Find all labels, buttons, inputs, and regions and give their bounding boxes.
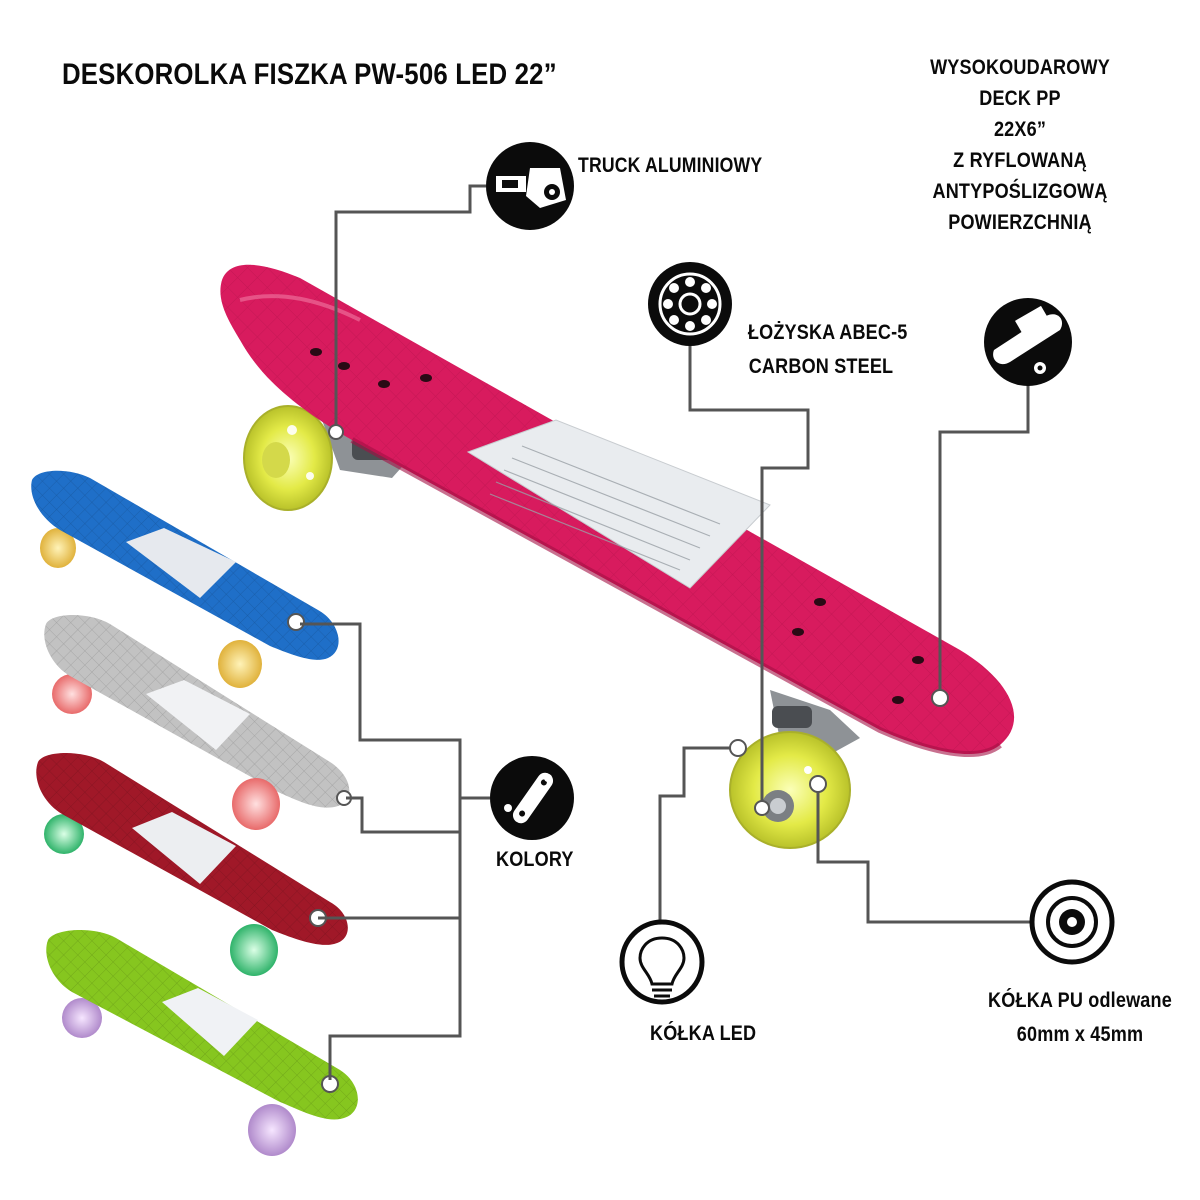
bearing-icon bbox=[648, 262, 732, 346]
deck-icon bbox=[984, 298, 1072, 386]
colors-feature-label: KOLORY bbox=[496, 848, 574, 871]
deck-feature-line: POWIERZCHNIĄ bbox=[948, 211, 1092, 234]
product-title: DESKOROLKA FISZKA PW-506 LED 22” bbox=[62, 58, 557, 91]
main-front-wheel bbox=[729, 731, 851, 849]
variant-red-skateboard bbox=[36, 753, 348, 976]
variant-blue-skateboard bbox=[31, 470, 339, 688]
led-wheels-feature-label: KÓŁKA LED bbox=[650, 1022, 757, 1045]
main-skateboard bbox=[220, 264, 1015, 849]
pu-wheels-feature-line: KÓŁKA PU odlewane bbox=[988, 989, 1172, 1012]
main-deck-holes bbox=[310, 348, 924, 704]
deck-feature-line: 22X6” bbox=[993, 118, 1047, 141]
deck-feature-line: ANTYPOŚLIZGOWĄ bbox=[932, 180, 1108, 203]
main-rear-wheel bbox=[243, 405, 333, 511]
deck-feature-label: WYSOKOUDAROWY DECK PP 22X6” Z RYFLOWANĄ … bbox=[917, 52, 1123, 238]
pu-wheels-feature-label: KÓŁKA PU odlewane 60mm x 45mm bbox=[977, 984, 1183, 1052]
connector-endpoints bbox=[328, 424, 949, 816]
light-bulb-icon bbox=[619, 919, 705, 1005]
wheel-icon bbox=[1029, 879, 1115, 965]
skateboard-icon bbox=[490, 756, 574, 840]
bearings-feature-line: ŁOŻYSKA ABEC-5 bbox=[747, 321, 908, 344]
variant-silver-skateboard bbox=[44, 615, 352, 830]
truck-feature-label: TRUCK ALUMINIOWY bbox=[578, 154, 763, 177]
deck-feature-line: WYSOKOUDAROWY bbox=[930, 56, 1110, 79]
bearings-feature-line: CARBON STEEL bbox=[748, 355, 894, 378]
truck-icon bbox=[486, 142, 574, 230]
variant-green-skateboard bbox=[46, 929, 358, 1156]
connector-lines bbox=[300, 184, 1030, 1080]
deck-feature-line: DECK PP bbox=[979, 87, 1061, 110]
deck-feature-line: Z RYFLOWANĄ bbox=[953, 149, 1087, 172]
pu-wheels-feature-line: 60mm x 45mm bbox=[1016, 1023, 1144, 1046]
bearings-feature-label: ŁOŻYSKA ABEC-5 CARBON STEEL bbox=[747, 316, 908, 384]
